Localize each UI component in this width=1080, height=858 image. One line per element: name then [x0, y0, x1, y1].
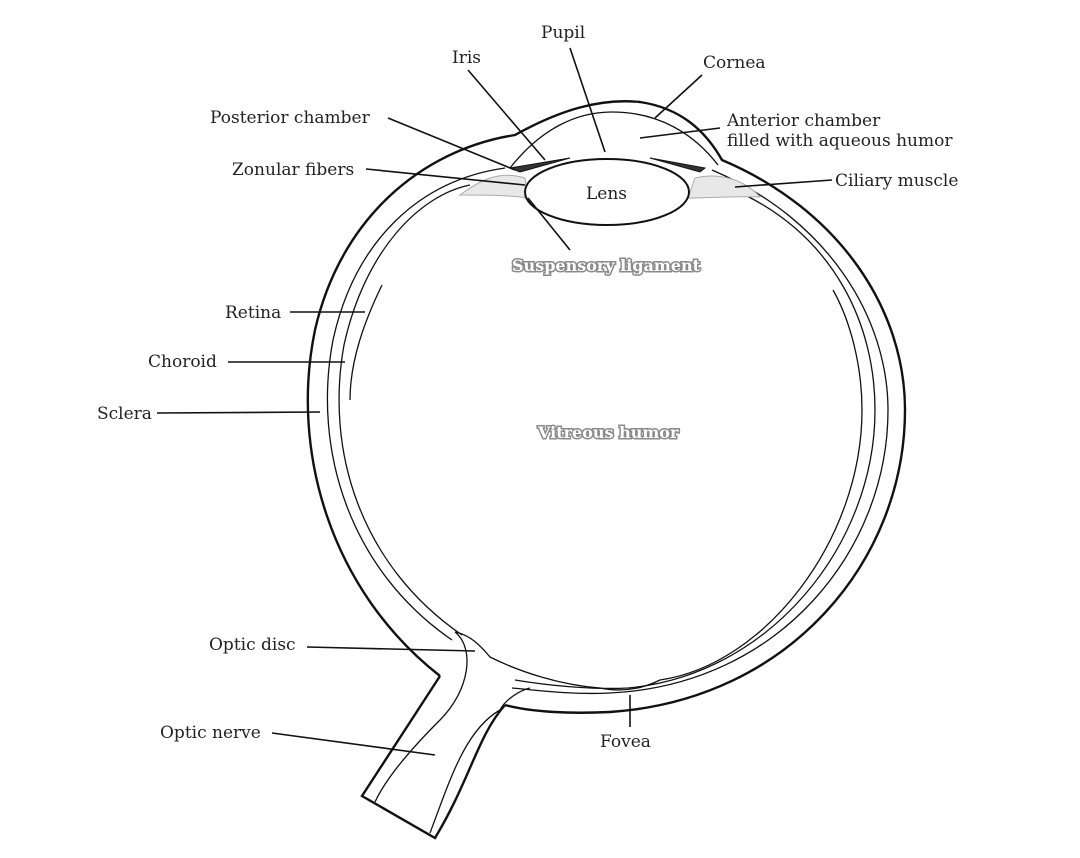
leader-posterior-chamber — [387, 117, 516, 171]
cornea-inner — [509, 111, 719, 169]
sclera-outline — [306, 100, 907, 714]
label-posterior-chamber: Posterior chamber — [210, 108, 371, 128]
leader-optic-nerve — [271, 732, 436, 756]
optic-nerve-inner — [374, 631, 531, 834]
lens-shape — [524, 158, 690, 226]
label-retina: Retina — [225, 303, 281, 323]
leader-suspensory-ligament — [527, 197, 571, 251]
eyeball — [306, 100, 907, 840]
label-optic-disc: Optic disc — [209, 635, 296, 655]
leader-iris — [467, 69, 546, 161]
ciliary-body-right — [687, 175, 762, 199]
label-fovea: Fovea — [600, 732, 651, 752]
leader-anterior-chamber — [639, 127, 721, 139]
ciliary-body-left — [458, 174, 529, 199]
label-sclera: Sclera — [97, 404, 152, 424]
optic-nerve-outline — [360, 675, 506, 840]
label-anterior-chamber-2: filled with aqueous humor — [727, 131, 953, 151]
leader-optic-disc — [306, 646, 476, 652]
label-cornea: Cornea — [703, 53, 766, 73]
sclera-inner — [326, 167, 889, 695]
leader-zonular-fibers — [365, 168, 526, 186]
label-choroid: Choroid — [148, 352, 217, 372]
leader-pupil — [569, 47, 606, 153]
leader-lines — [156, 47, 833, 756]
label-vitreous-humor: Vitreous humor — [537, 423, 679, 442]
leader-ciliary-muscle — [734, 179, 833, 188]
label-optic-nerve: Optic nerve — [160, 723, 261, 743]
leader-sclera — [156, 411, 321, 414]
leader-cornea — [654, 74, 703, 119]
label-pupil: Pupil — [541, 23, 585, 43]
retina-line — [349, 284, 863, 691]
label-iris: Iris — [452, 48, 481, 68]
iris-right — [649, 157, 707, 173]
label-ciliary-muscle: Ciliary muscle — [835, 171, 958, 191]
label-suspensory-ligament: Suspensory ligament — [512, 256, 701, 275]
label-zonular-fibers: Zonular fibers — [232, 160, 354, 180]
label-lens: Lens — [586, 184, 627, 204]
label-anterior-chamber: Anterior chamber — [726, 111, 881, 131]
